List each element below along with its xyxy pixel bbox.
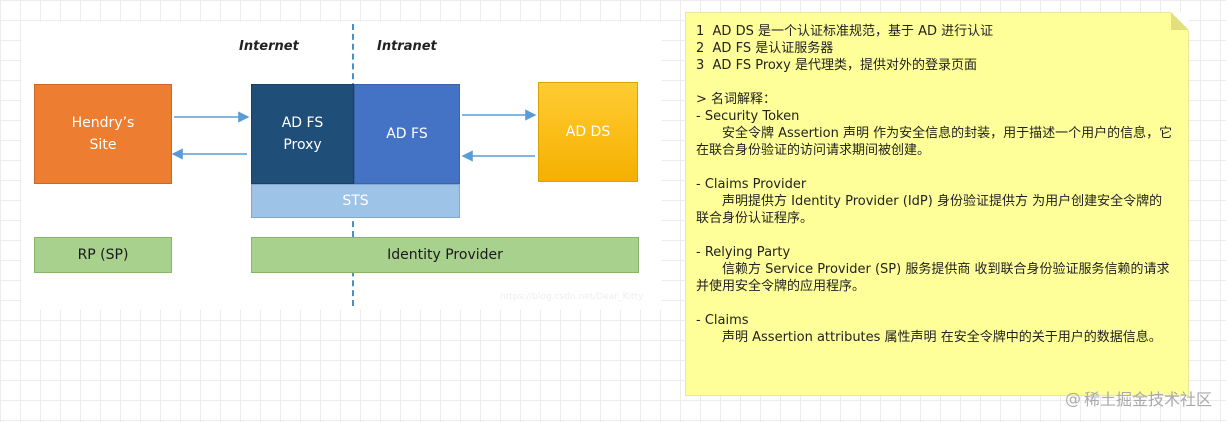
note-blank — [696, 295, 1174, 312]
note-line-1: 1 AD DS 是一个认证标准规范，基于 AD 进行认证 — [696, 24, 994, 39]
note-glossary-heading: > 名词解释： — [696, 92, 777, 107]
note-blank — [696, 159, 1174, 176]
note-def-security-token: 安全令牌 Assertion 声明 作为安全信息的封装，用于描述一个用户的信息，… — [696, 126, 1173, 158]
note-def-claims-provider: 声明提供方 Identity Provider (IdP) 身份验证提供方 为用… — [696, 194, 1163, 226]
adfs-box: AD FS — [354, 84, 460, 184]
note-line-2: 2 AD FS 是认证服务器 — [696, 41, 834, 56]
sts-box: STS — [251, 184, 460, 218]
juejin-watermark: @ 稀土掘金技术社区 — [1065, 386, 1212, 410]
note-blank — [696, 227, 1174, 244]
note-term-relying-party: - Relying Party — [696, 245, 791, 260]
note-line-3: 3 AD FS Proxy 是代理类，提供对外的登录页面 — [696, 58, 977, 73]
flow-arrows — [171, 109, 537, 162]
note-blank — [696, 74, 1174, 91]
note-term-security-token: - Security Token — [696, 109, 800, 124]
rp-sp-box: RP (SP) — [34, 237, 172, 273]
note-def-claims: 声明 Assertion attributes 属性声明 在安全令牌中的关于用户… — [722, 330, 1162, 345]
note-folded-corner — [1171, 12, 1189, 30]
zone-label-intranet: Intranet — [377, 39, 437, 54]
zone-label-internet: Internet — [239, 39, 299, 54]
note-term-claims-provider: - Claims Provider — [696, 177, 807, 192]
note-def-relying-party: 信赖方 Service Provider (SP) 服务提供商 收到联合身份验证… — [696, 262, 1170, 294]
brand-at: @ — [1064, 388, 1081, 408]
identity-provider-box: Identity Provider — [251, 237, 639, 273]
note-term-claims: - Claims — [696, 313, 749, 328]
hendrys-site-box: Hendry’s Site — [34, 84, 172, 184]
image-watermark: https://blog.csdn.net/Dear_Kitty — [500, 292, 644, 302]
adfs-architecture-diagram: Internet Intranet Hendry’s Site AD FS Pr… — [22, 22, 662, 310]
sticky-note: 1 AD DS 是一个认证标准规范，基于 AD 进行认证 2 AD FS 是认证… — [685, 12, 1189, 396]
adfs-proxy-box: AD FS Proxy — [251, 84, 354, 184]
brand-name: 稀土掘金技术社区 — [1083, 390, 1212, 409]
adds-box: AD DS — [538, 82, 638, 182]
